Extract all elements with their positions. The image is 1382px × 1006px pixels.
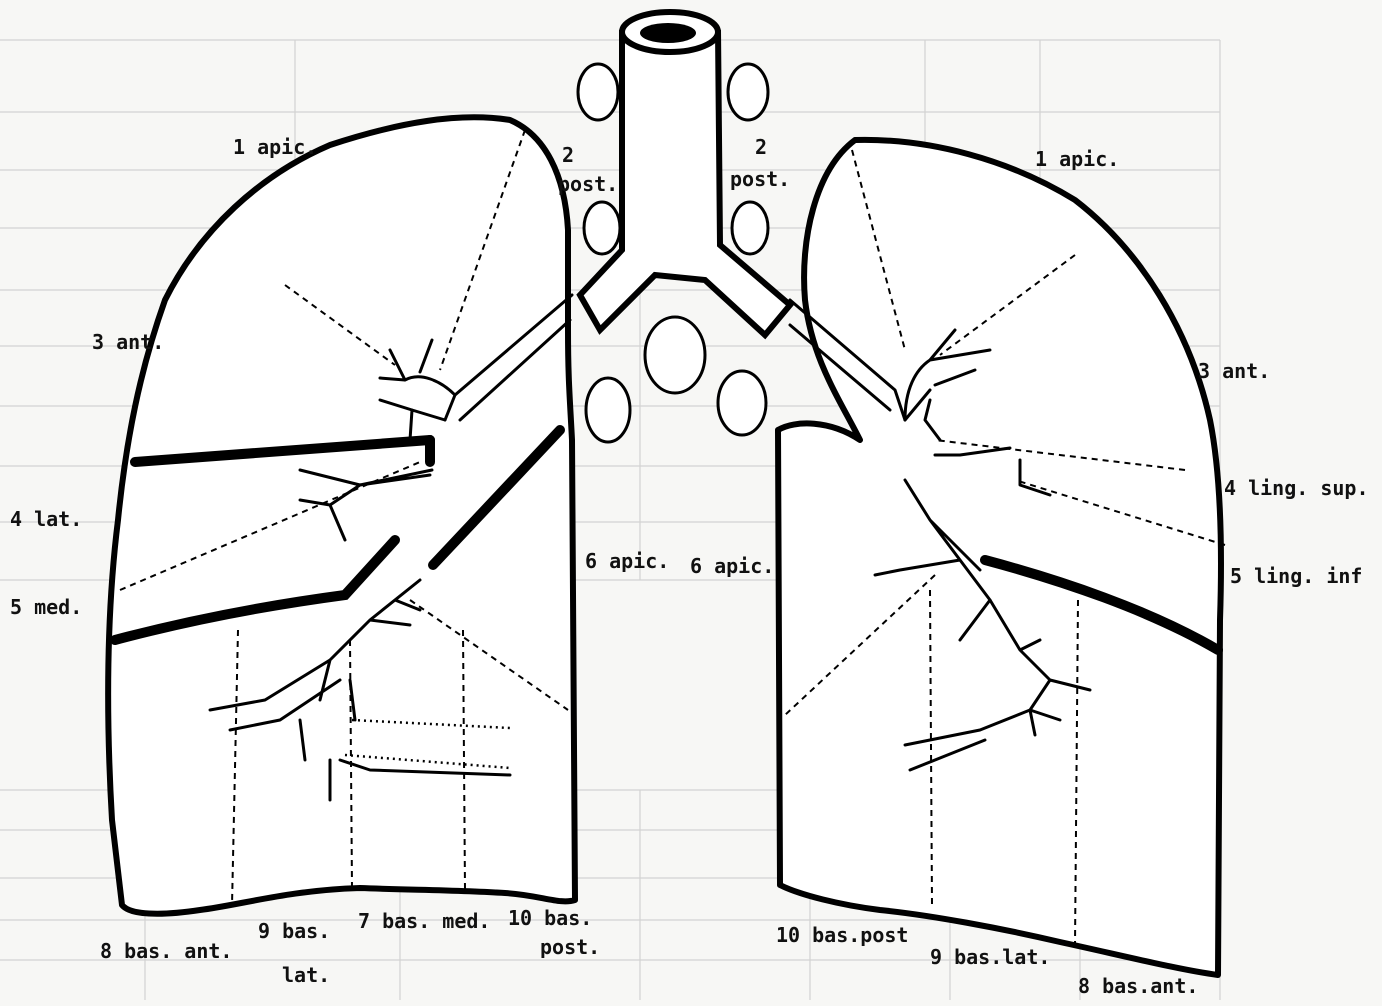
- label-left-seg4: 4 ling. sup.: [1224, 476, 1369, 500]
- label-right-seg2-num: 2: [562, 143, 574, 167]
- lymph-node: [645, 317, 705, 393]
- label-right-seg6: 6 apic.: [585, 549, 669, 573]
- label-right-seg8: 8 bas. ant.: [100, 939, 232, 963]
- label-right-seg4: 4 lat.: [10, 507, 82, 531]
- label-left-seg1: 1 apic.: [1035, 147, 1119, 171]
- label-right-seg3: 3 ant.: [92, 330, 164, 354]
- label-right-seg1: 1 apic.: [233, 135, 317, 159]
- label-left-seg3: 3 ant.: [1198, 359, 1270, 383]
- right-lung: [108, 117, 575, 913]
- label-right-seg5: 5 med.: [10, 595, 82, 619]
- left-lung: [778, 140, 1225, 975]
- label-left-seg10: 10 bas.post: [776, 923, 908, 947]
- label-right-seg2-name: post.: [558, 172, 618, 196]
- lymph-node: [586, 378, 630, 442]
- lymph-node: [584, 202, 620, 254]
- label-left-seg2-num: 2: [755, 135, 767, 159]
- right-lung-outline: [108, 117, 575, 913]
- label-right-seg10-a: 10 bas.: [508, 906, 592, 930]
- label-right-seg9-a: 9 bas.: [258, 919, 330, 943]
- label-left-seg8: 8 bas.ant.: [1078, 974, 1198, 998]
- label-right-seg10-b: post.: [540, 935, 600, 959]
- label-right-seg7: 7 bas. med.: [358, 909, 490, 933]
- label-left-seg5: 5 ling. inf: [1230, 564, 1362, 588]
- lymph-node: [578, 64, 618, 120]
- trachea-lumen: [640, 23, 696, 43]
- label-left-seg2-name: post.: [730, 167, 790, 191]
- lymph-node: [728, 64, 768, 120]
- label-left-seg9: 9 bas.lat.: [930, 945, 1050, 969]
- lymph-node: [718, 371, 766, 435]
- label-right-seg9-b: lat.: [282, 963, 330, 987]
- left-lung-outline: [778, 140, 1221, 975]
- lymph-node: [732, 202, 768, 254]
- label-left-seg6: 6 apic.: [690, 554, 774, 578]
